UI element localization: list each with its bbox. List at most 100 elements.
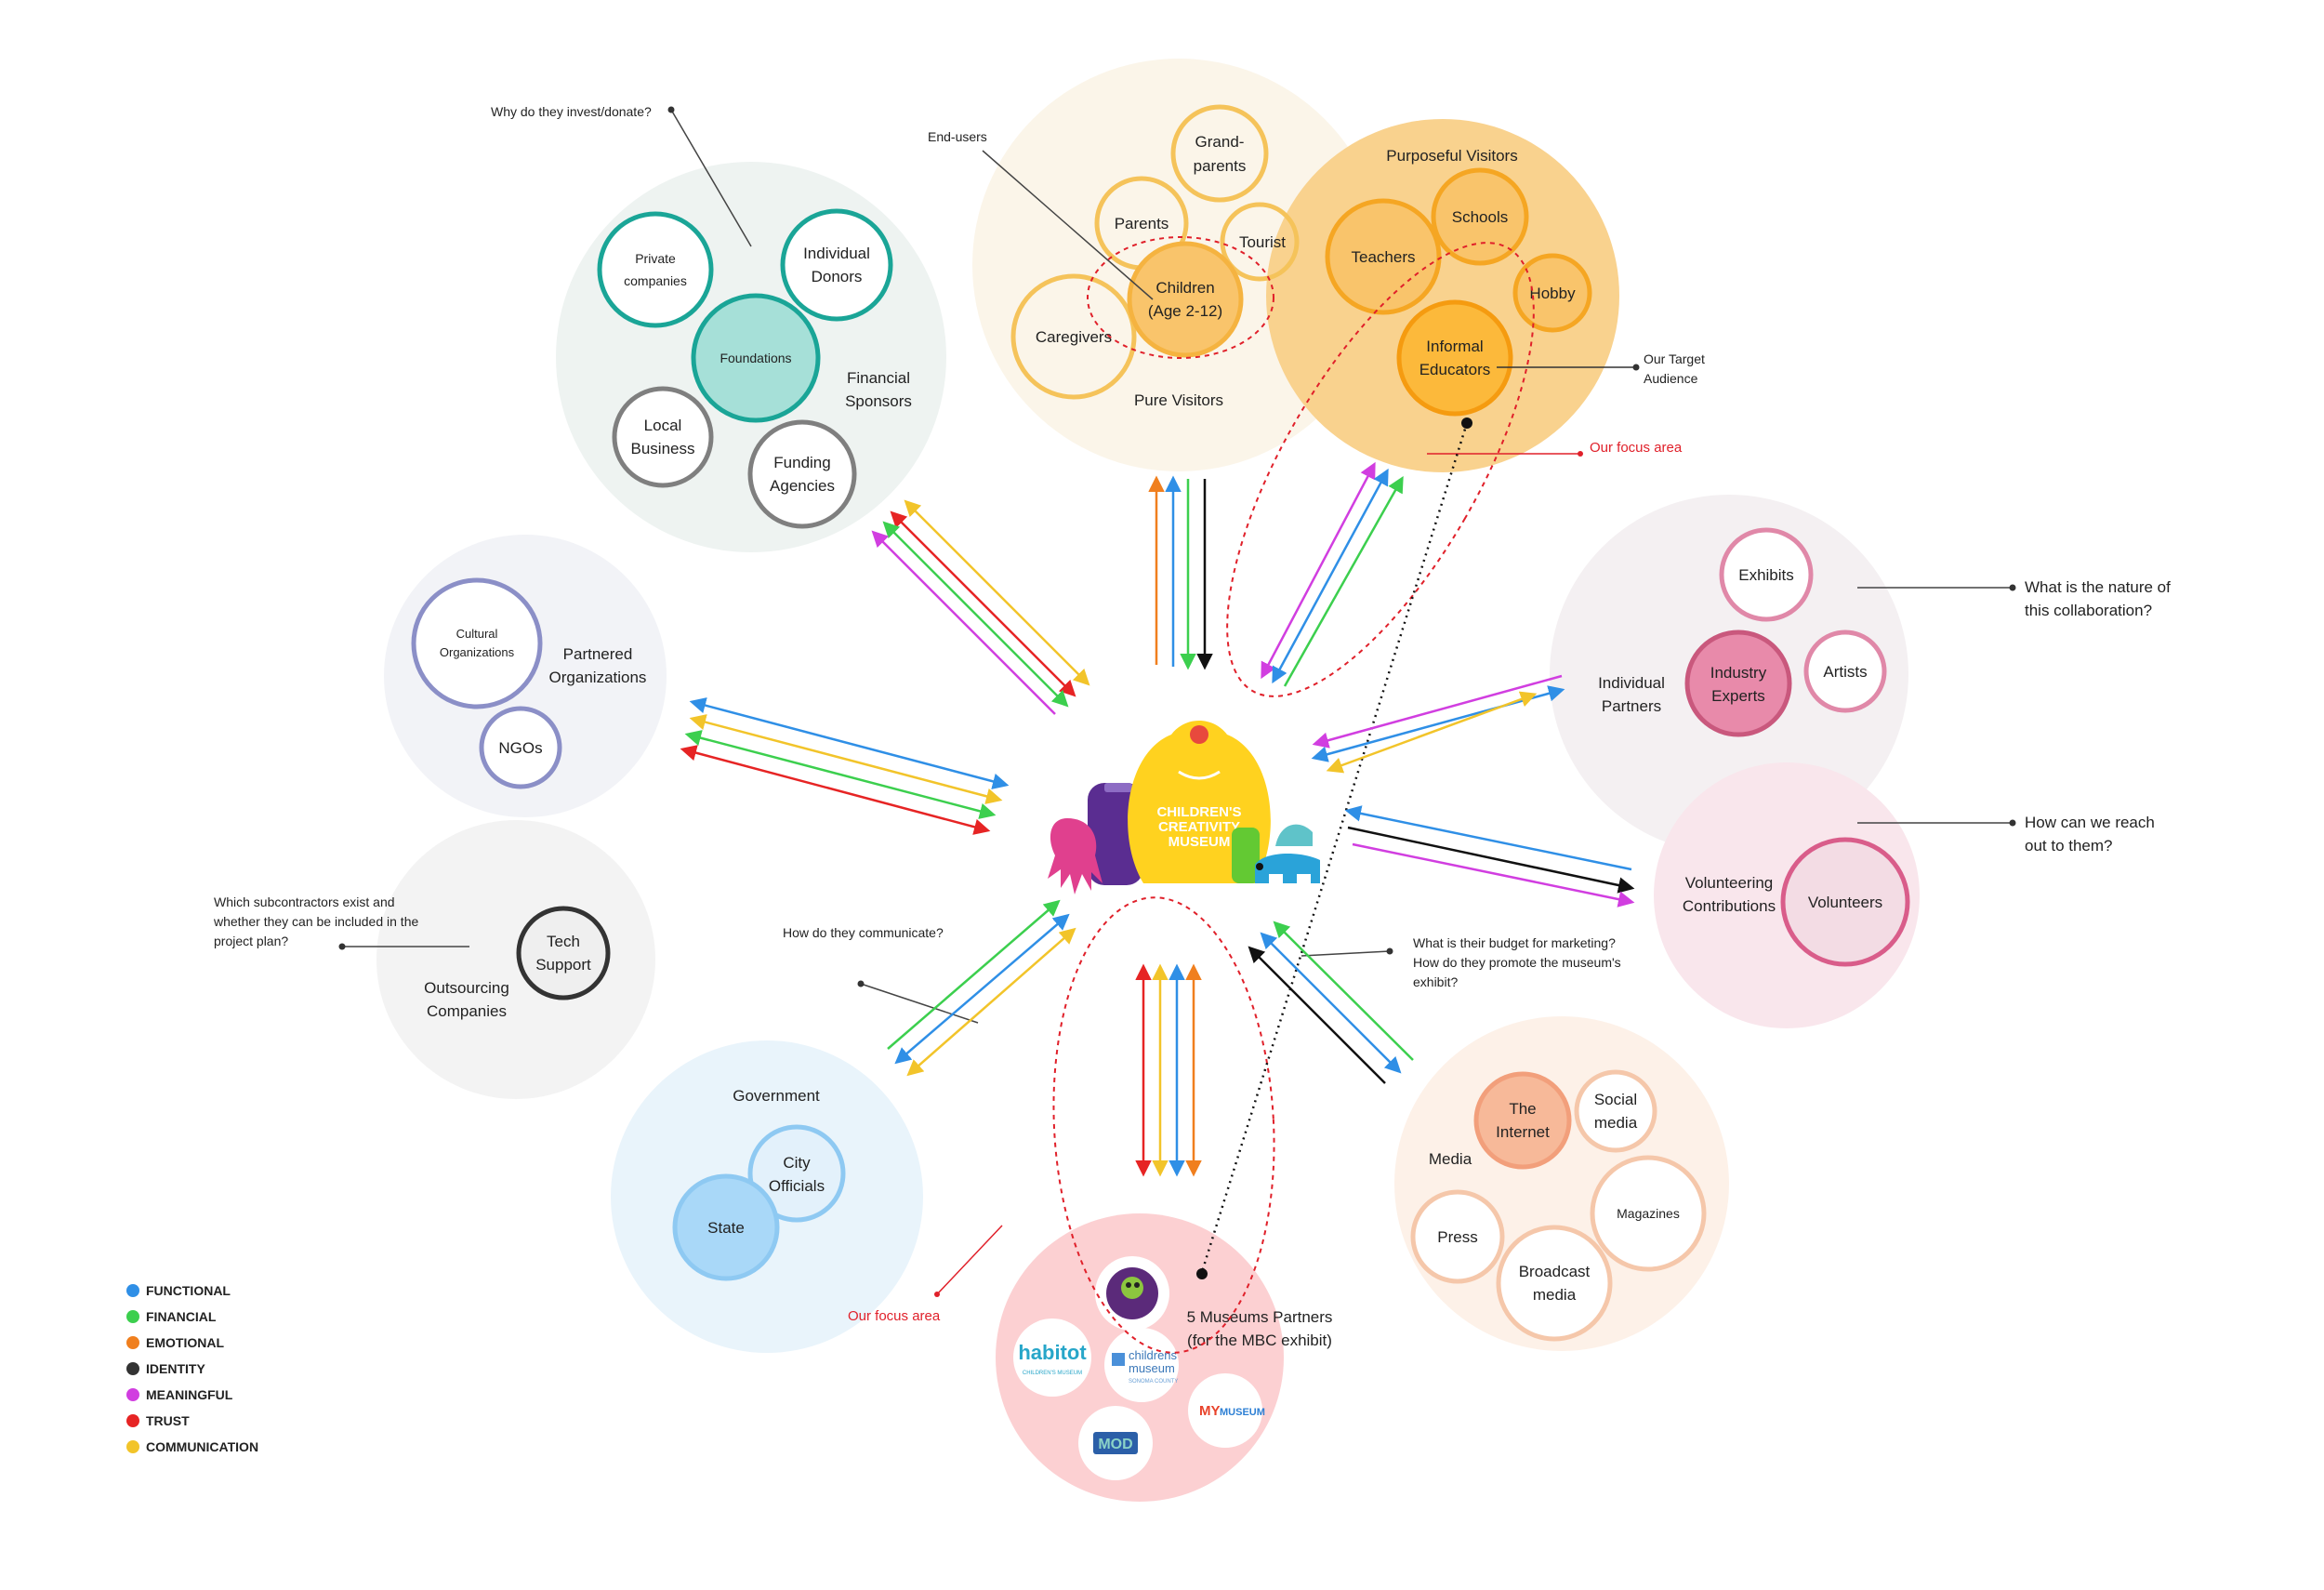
volunteers-label: Volunteers bbox=[1808, 894, 1882, 911]
outsourcing-companies: Tech Support Outsourcing Companies Which… bbox=[213, 894, 611, 1020]
foundations-node[interactable] bbox=[691, 293, 821, 423]
end-users-annotation: End-users bbox=[928, 129, 987, 144]
local-business-node[interactable] bbox=[612, 386, 714, 488]
state-node[interactable] bbox=[672, 1173, 780, 1281]
budget-question-1: What is their budget for marketing? bbox=[1413, 935, 1616, 950]
tourist-node[interactable] bbox=[1220, 202, 1300, 282]
focus-area-leader-bottom bbox=[936, 1225, 1003, 1295]
subcontractor-question-2: whether they can be included in the bbox=[213, 914, 418, 929]
end-users-leader bbox=[982, 150, 1154, 300]
caregivers-label: Caregivers bbox=[1036, 328, 1112, 346]
mod-badge-icon bbox=[1093, 1432, 1138, 1454]
individual-partners: Exhibits Industry Experts Artists Indivi… bbox=[1598, 527, 2171, 737]
sonoma-logo-text-1: childrens bbox=[1129, 1348, 1178, 1362]
communication-arrow bbox=[906, 927, 1076, 1077]
legend-label-trust: TRUST bbox=[146, 1413, 190, 1428]
children-node[interactable] bbox=[1127, 241, 1244, 358]
museums-title-1: 5 Museums Partners bbox=[1187, 1308, 1333, 1326]
state-label: State bbox=[707, 1219, 745, 1237]
private-companies-label-1: Private bbox=[635, 251, 676, 266]
purposeful-visitors-title: Purposeful Visitors bbox=[1386, 147, 1517, 165]
outsourcing-title-2: Companies bbox=[427, 1002, 507, 1020]
hobby-node[interactable] bbox=[1512, 253, 1592, 333]
blue-dinosaur-icon bbox=[1255, 854, 1320, 883]
grandparents-node[interactable] bbox=[1170, 104, 1269, 203]
social-media-node[interactable] bbox=[1574, 1069, 1657, 1153]
cultural-organizations-node[interactable] bbox=[411, 577, 543, 709]
leader-dot bbox=[1632, 364, 1640, 371]
focus-area-label-bottom: Our focus area bbox=[848, 1308, 941, 1324]
private-companies-node[interactable] bbox=[597, 211, 714, 328]
media-title: Media bbox=[1429, 1150, 1472, 1168]
volunteers-node[interactable] bbox=[1780, 837, 1910, 967]
partnered-title-2: Organizations bbox=[549, 669, 647, 686]
city-officials-node[interactable] bbox=[747, 1124, 846, 1223]
monster-face-icon bbox=[1121, 1277, 1143, 1299]
communicate-question-leader bbox=[860, 983, 979, 1024]
legend-swatch-functional bbox=[126, 1284, 139, 1297]
exhibits-node[interactable] bbox=[1719, 527, 1814, 622]
government-title: Government bbox=[733, 1087, 820, 1105]
the-internet-label-2: Internet bbox=[1496, 1123, 1550, 1141]
financial-arrow bbox=[1283, 475, 1404, 687]
mod-logo-text: MOD bbox=[1098, 1437, 1132, 1452]
target-audience-label-1: Our Target bbox=[1644, 351, 1705, 366]
reach-question-2: out to them? bbox=[2025, 837, 2113, 855]
legend-label-identity: IDENTITY bbox=[146, 1361, 205, 1376]
artists-node[interactable] bbox=[1803, 629, 1887, 713]
museum-logo[interactable]: CHILDREN'S CREATIVITY MUSEUM bbox=[1048, 721, 1320, 894]
local-business-label-2: Business bbox=[631, 440, 695, 457]
focus-area-label-top: Our focus area bbox=[1590, 440, 1683, 456]
budget-question-leader bbox=[1301, 950, 1391, 957]
industry-experts-label-2: Experts bbox=[1711, 687, 1765, 705]
teachers-label: Teachers bbox=[1352, 248, 1416, 266]
schools-node[interactable] bbox=[1431, 167, 1529, 266]
volunteering-title-2: Contributions bbox=[1683, 897, 1776, 915]
individual-donors-label-1: Individual bbox=[803, 245, 870, 262]
children-label-1: Children bbox=[1155, 279, 1214, 297]
exhibits-label: Exhibits bbox=[1738, 566, 1794, 584]
industry-experts-label-1: Industry bbox=[1710, 664, 1767, 682]
broadcast-media-node[interactable] bbox=[1496, 1225, 1613, 1342]
purposeful-visitors: Purposeful Visitors Schools Teachers Hob… bbox=[1226, 147, 1705, 697]
museums-focus-outline bbox=[1052, 896, 1275, 1354]
relation-arrows bbox=[680, 461, 1635, 1177]
legend-swatch-emotional bbox=[126, 1336, 139, 1349]
informal-educators-node[interactable] bbox=[1396, 299, 1513, 417]
press-node[interactable] bbox=[1410, 1189, 1505, 1284]
leader-dot bbox=[1578, 451, 1583, 457]
magazines-label: Magazines bbox=[1617, 1206, 1680, 1221]
identity-arrow bbox=[1347, 826, 1635, 894]
financial-arrow bbox=[887, 899, 1061, 1050]
tech-support-label-1: Tech bbox=[547, 933, 580, 950]
broadcast-media-label-1: Broadcast bbox=[1519, 1263, 1591, 1280]
ngos-node[interactable] bbox=[479, 706, 562, 789]
private-companies-label-2: companies bbox=[624, 273, 687, 288]
museum-logo-habitot[interactable] bbox=[1013, 1318, 1091, 1397]
the-internet-node[interactable] bbox=[1473, 1071, 1572, 1170]
legend-swatch-financial bbox=[126, 1310, 139, 1323]
leader-dot bbox=[857, 980, 865, 987]
industry-experts-node[interactable] bbox=[1684, 629, 1792, 737]
financial-arrow bbox=[684, 730, 997, 819]
museum-logo-mymuseum[interactable] bbox=[1188, 1373, 1262, 1448]
children-focus-outline bbox=[1087, 236, 1274, 359]
outsourcing-title-1: Outsourcing bbox=[424, 979, 509, 997]
collaboration-question-2: this collaboration? bbox=[2025, 602, 2152, 619]
tech-support-node[interactable] bbox=[516, 906, 611, 1000]
legend-label-financial: FINANCIAL bbox=[146, 1309, 217, 1324]
funding-agencies-node[interactable] bbox=[747, 419, 857, 529]
meaningful-arrow bbox=[1261, 461, 1376, 680]
communication-arrow bbox=[1326, 691, 1538, 774]
magazines-node[interactable] bbox=[1590, 1155, 1707, 1272]
artists-label: Artists bbox=[1823, 663, 1867, 681]
teachers-node[interactable] bbox=[1325, 198, 1442, 315]
individual-donors-node[interactable] bbox=[780, 208, 893, 322]
target-audience-label-2: Audience bbox=[1644, 371, 1698, 386]
partnered-title-1: Partnered bbox=[563, 645, 633, 663]
caregivers-node[interactable] bbox=[1010, 273, 1137, 400]
legend: FUNCTIONALFINANCIALEMOTIONALIDENTITYMEAN… bbox=[126, 1283, 258, 1454]
museum-logo-sonoma[interactable] bbox=[1104, 1328, 1179, 1402]
cultural-organizations-label-1: Cultural bbox=[456, 627, 498, 641]
